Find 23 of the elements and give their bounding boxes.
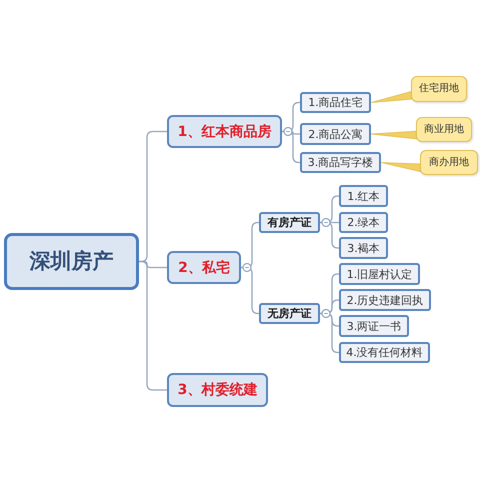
callout-bubble: 商办用地 [420, 150, 478, 175]
leaf-topic-box: 3.褐本 [339, 237, 388, 259]
subtopic-box: 有房产证 [259, 212, 320, 233]
leaf-topic-box: 3.两证一书 [339, 315, 409, 337]
callout-bubble: 住宅用地 [411, 76, 467, 102]
main-topic-box: 2、私宅 [167, 251, 241, 284]
connector-line [139, 260, 167, 391]
leaf-topic-box: 2.绿本 [339, 212, 388, 233]
main-topic-box: 1、红本商品房 [167, 115, 282, 148]
callout-bubble: 商业用地 [416, 117, 472, 142]
callout-pointer [380, 162, 422, 172]
subtopic-box: 无房产证 [259, 303, 320, 324]
main-topic-box: 3、村委统建 [167, 373, 268, 407]
leaf-topic-box: 1.商品住宅 [300, 92, 371, 113]
leaf-topic-box: 1.红本 [339, 185, 388, 207]
leaf-topic-box: 1.旧屋村认定 [339, 263, 420, 285]
leaf-topic-box: 4.没有任何材料 [339, 342, 430, 363]
leaf-topic-box: 3.商品写字楼 [300, 152, 381, 173]
callout-pointer [370, 130, 418, 140]
leaf-topic-box: 2.商品公寓 [300, 123, 371, 145]
central-topic-box: 深圳房产 [4, 233, 139, 290]
leaf-topic-box: 2.历史违建回执 [339, 289, 431, 311]
callout-pointer [370, 90, 414, 103]
